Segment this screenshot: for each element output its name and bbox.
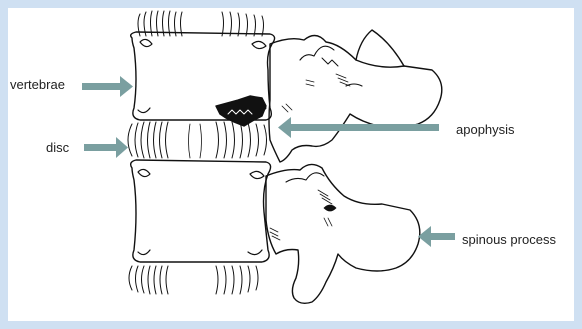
canvas-background bbox=[8, 8, 574, 321]
label-spinous-process: spinous process bbox=[462, 232, 556, 247]
label-apophysis: apophysis bbox=[456, 122, 515, 137]
label-vertebrae: vertebrae bbox=[10, 77, 65, 92]
label-disc: disc bbox=[46, 140, 70, 155]
